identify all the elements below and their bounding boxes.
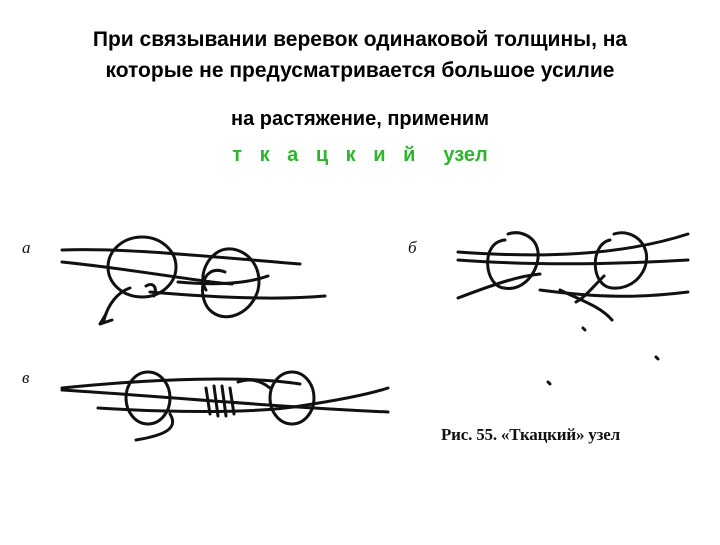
knot-name-word: узел: [443, 144, 488, 166]
panel-label-v: в: [22, 368, 30, 387]
figure-caption: Рис. 55. «Ткацкий» узел: [441, 425, 620, 444]
knot-diagram-c: [60, 355, 660, 442]
panel-label-b: б: [408, 238, 417, 257]
knot-name-letters: т к а ц к и й: [232, 144, 422, 166]
knot-diagram-b: [456, 231, 690, 332]
knot-illustration: а б в: [0, 200, 720, 540]
panel-label-a: а: [22, 238, 31, 257]
heading-line-3: на растяжение, применим: [230, 108, 490, 130]
heading-line-2: которые не предусматривается большое уси…: [105, 59, 615, 82]
knot-name: т к а ц к и й узел: [0, 144, 720, 167]
knot-drawings: [60, 231, 690, 442]
knot-diagram-a: [60, 235, 327, 326]
heading-line-1: При связывании веревок одинаковой толщин…: [92, 28, 628, 51]
